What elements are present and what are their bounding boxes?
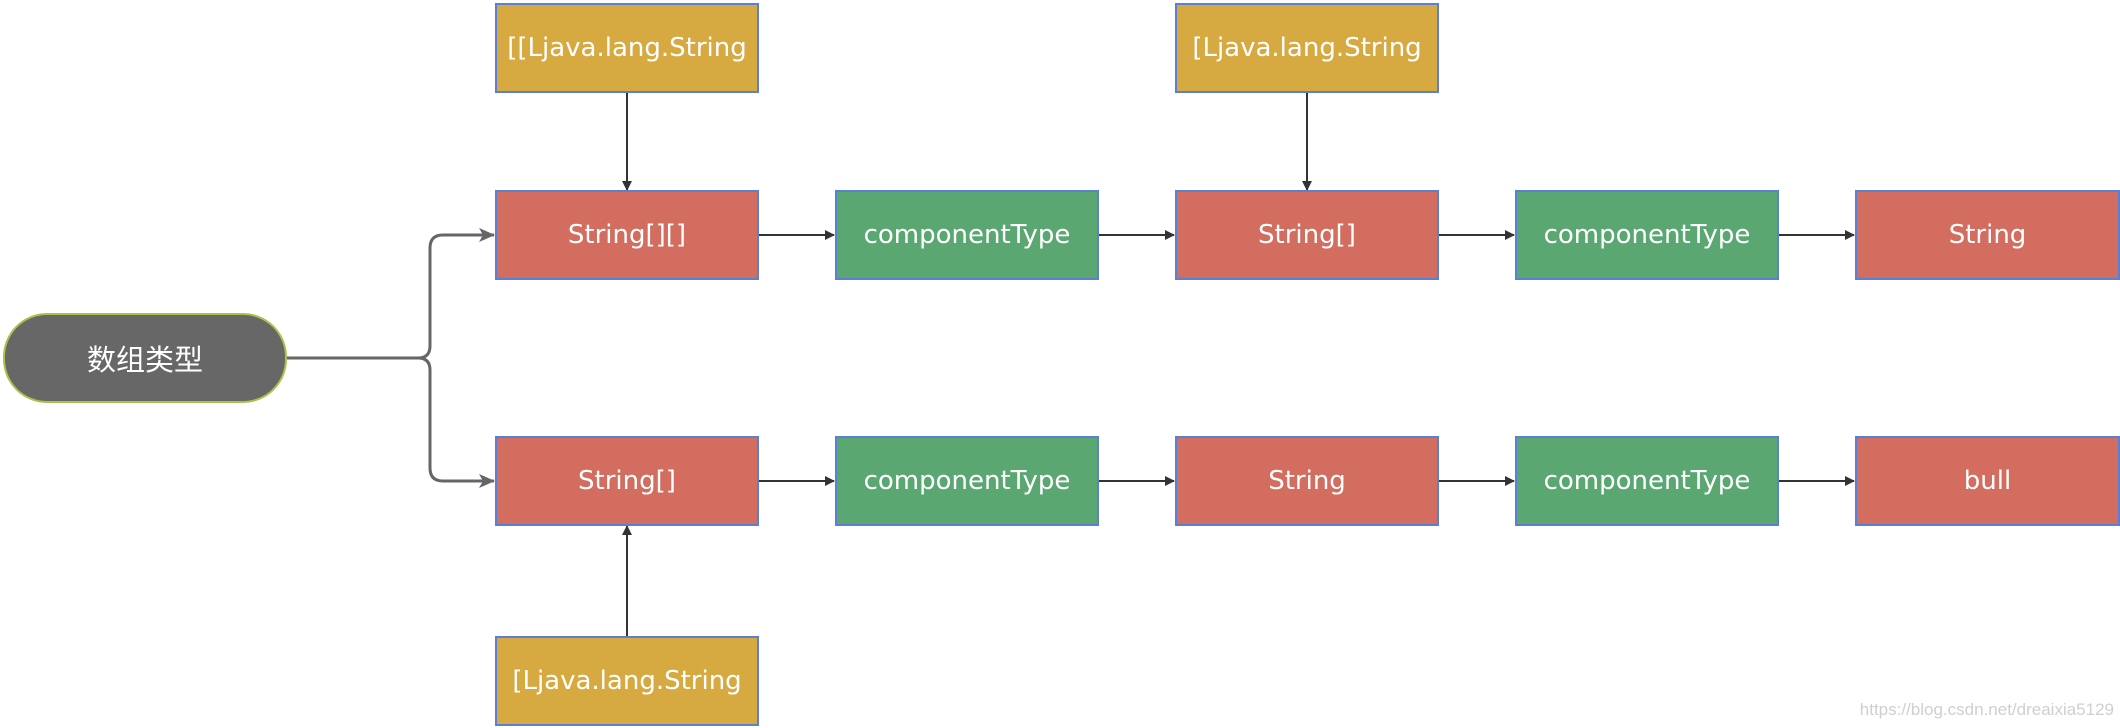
node-string-2d-array: String[][] xyxy=(495,190,759,280)
node-string-array-row1: String[] xyxy=(1175,190,1439,280)
node-label: componentType xyxy=(1543,466,1751,496)
node-label: String xyxy=(1268,466,1346,496)
node-label: componentType xyxy=(863,220,1071,250)
branch-to-row1 xyxy=(287,228,495,360)
descriptor-1d-string-top: [Ljava.lang.String xyxy=(1175,3,1439,93)
descriptor-2d-string: [[Ljava.lang.String xyxy=(495,3,759,93)
root-node-array-type: 数组类型 xyxy=(3,313,287,403)
node-label: componentType xyxy=(863,466,1071,496)
node-label: bull xyxy=(1963,466,2012,496)
node-label: String[] xyxy=(578,466,676,496)
root-label: 数组类型 xyxy=(86,343,203,377)
descriptor-label: [[Ljava.lang.String xyxy=(507,33,747,63)
node-label: String[] xyxy=(1258,220,1356,250)
node-component-type-row1-b: componentType xyxy=(1515,190,1779,280)
descriptor-label: [Ljava.lang.String xyxy=(1192,33,1422,63)
node-label: String xyxy=(1948,220,2027,250)
node-bull: bull xyxy=(1855,436,2120,526)
node-string-array-row2: String[] xyxy=(495,436,759,526)
descriptor-1d-string-bottom: [Ljava.lang.String xyxy=(495,636,759,726)
watermark-url: https://blog.csdn.net/dreaixia5129 xyxy=(1859,700,2114,719)
node-string-row2: String xyxy=(1175,436,1439,526)
branch-to-row2 xyxy=(287,356,495,488)
node-component-type-row1-a: componentType xyxy=(835,190,1099,280)
descriptor-label: [Ljava.lang.String xyxy=(512,666,742,696)
node-string-row1: String xyxy=(1855,190,2120,280)
node-component-type-row2-b: componentType xyxy=(1515,436,1779,526)
node-label: String[][] xyxy=(567,220,687,250)
node-label: componentType xyxy=(1543,220,1751,250)
node-component-type-row2-a: componentType xyxy=(835,436,1099,526)
